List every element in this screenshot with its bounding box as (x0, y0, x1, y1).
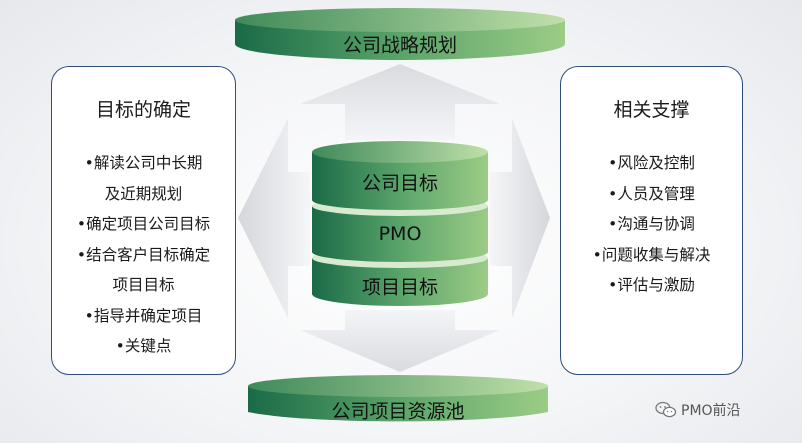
arrow-down (300, 310, 500, 372)
list-item: •确定项目公司目标 (76, 215, 211, 233)
arrow-left (238, 118, 310, 318)
arrow-up (300, 64, 500, 140)
list-item: 及近期规划 (104, 184, 183, 203)
list-item: •风险及控制 (608, 154, 695, 172)
list-item: •评估与激励 (608, 276, 695, 294)
wechat-icon (655, 401, 677, 418)
support-panel: 相关支撑 •风险及控制 •人员及管理 •沟通与协调 •问题收集与解决 •评估与激… (560, 66, 743, 375)
list-item: •问题收集与解决 (592, 245, 711, 264)
list-item: •人员及管理 (608, 184, 695, 203)
list-item: •沟通与协调 (608, 215, 695, 233)
project-goal-label: 项目目标 (361, 276, 439, 299)
goal-setting-title: 目标的确定 (95, 99, 191, 121)
list-item: •指导并确定项目 (84, 306, 203, 325)
resource-pool-label: 公司项目资源池 (331, 400, 465, 423)
watermark-text: PMO前沿 (681, 403, 741, 419)
arrow-right (490, 118, 550, 318)
strategy-label: 公司战略规划 (342, 34, 458, 57)
list-item: •解读公司中长期 (84, 154, 203, 172)
watermark: PMO前沿 (655, 400, 741, 420)
support-title: 相关支撑 (613, 99, 690, 121)
strategy-disc (235, 8, 565, 60)
support-list: •风险及控制 •人员及管理 •沟通与协调 •问题收集与解决 •评估与激励 (561, 148, 742, 301)
resource-pool-disc (248, 375, 548, 422)
goal-setting-list: •解读公司中长期 及近期规划 •确定项目公司目标 •结合客户目标确定 项目目标 … (52, 148, 235, 362)
company-goal-label: 公司目标 (361, 172, 439, 195)
list-item: •关键点 (115, 337, 172, 355)
pmo-cylinder (312, 141, 488, 306)
list-item: •结合客户目标确定 (76, 245, 211, 264)
pmo-label: PMO (378, 223, 422, 245)
list-item: 项目目标 (112, 276, 175, 294)
goal-setting-panel: 目标的确定 •解读公司中长期 及近期规划 •确定项目公司目标 •结合客户目标确定… (51, 66, 236, 375)
